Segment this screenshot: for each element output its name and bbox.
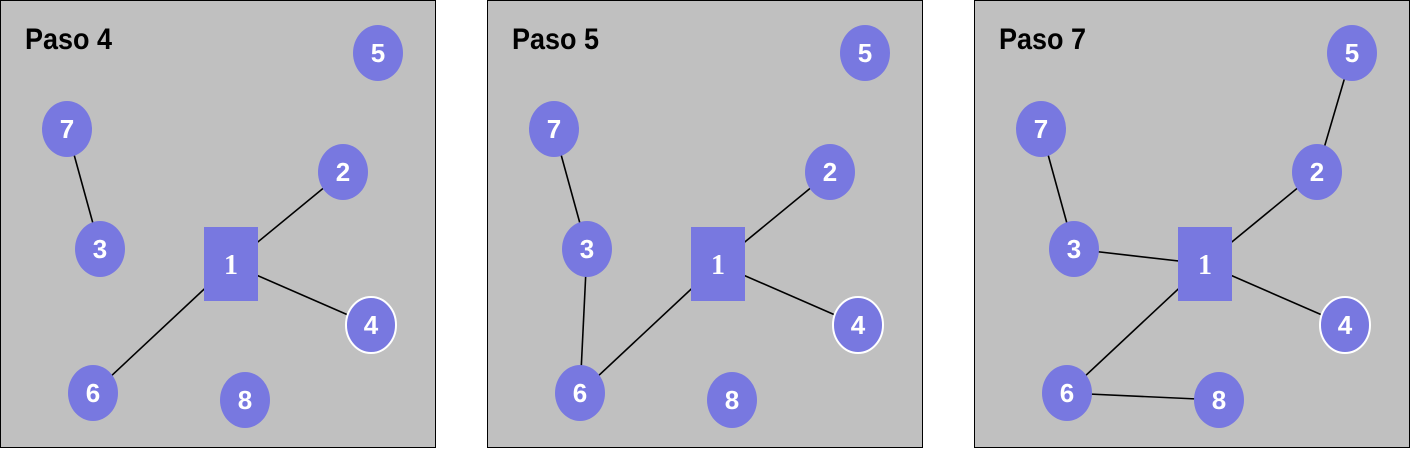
node-8: [220, 372, 270, 428]
node-2: [805, 144, 855, 200]
node-7-label: 7: [547, 114, 561, 144]
panel-title: Paso 4: [25, 23, 113, 56]
node-2-label: 2: [823, 157, 837, 187]
node-8-label: 8: [238, 385, 252, 415]
node-6: [555, 365, 605, 421]
node-4-label: 4: [851, 310, 866, 340]
node-4: [345, 296, 397, 354]
node-3-label: 3: [93, 234, 107, 264]
node-6-label: 6: [573, 378, 587, 408]
node-8: [1194, 372, 1244, 428]
node-6-label: 6: [86, 378, 100, 408]
node-3: [562, 221, 612, 277]
panel-title: Paso 7: [999, 23, 1087, 56]
root-node-square: [204, 227, 258, 301]
node-3-label: 3: [580, 234, 594, 264]
node-8-label: 8: [725, 385, 739, 415]
node-3: [1049, 221, 1099, 277]
root-node-label: 1: [224, 250, 238, 281]
node-4-label: 4: [1338, 310, 1353, 340]
node-4: [1319, 296, 1371, 354]
node-2-label: 2: [1310, 157, 1324, 187]
node-8: [707, 372, 757, 428]
node-7: [529, 101, 579, 157]
panel-paso-5: 1 2 3 4 5 6 7 8 Paso 5: [487, 0, 923, 448]
node-3: [75, 221, 125, 277]
node-4-label: 4: [364, 310, 379, 340]
node-5: [1327, 25, 1377, 81]
node-3-label: 3: [1067, 234, 1081, 264]
node-7: [1016, 101, 1066, 157]
node-7-label: 7: [60, 114, 74, 144]
graph-diagram-paso-7: 1 2 3 4 5 6 7 8: [1016, 25, 1377, 428]
panel-paso-4: 1 2 3 4 5 6 7 8 Paso 4: [0, 0, 436, 448]
edge-6-8: [1066, 392, 1220, 401]
node-2: [1292, 144, 1342, 200]
node-2: [318, 144, 368, 200]
node-5-label: 5: [858, 38, 872, 68]
graph-diagram-paso-4: 1 2 3 4 5 6 7 8: [42, 25, 403, 428]
node-6: [68, 365, 118, 421]
root-node-square: [691, 227, 745, 301]
node-5-label: 5: [1345, 38, 1359, 68]
panel-title: Paso 5: [512, 23, 600, 56]
root-node-label: 1: [711, 250, 725, 281]
node-8-label: 8: [1212, 385, 1226, 415]
root-node-label: 1: [1198, 250, 1212, 281]
node-5: [353, 25, 403, 81]
node-5-label: 5: [371, 38, 385, 68]
node-6-label: 6: [1060, 378, 1074, 408]
graph-diagram-paso-5: 1 2 3 4 5 6 7 8: [529, 25, 890, 428]
node-2-label: 2: [336, 157, 350, 187]
node-7-label: 7: [1034, 114, 1048, 144]
node-7: [42, 101, 92, 157]
node-5: [840, 25, 890, 81]
root-node-square: [1178, 227, 1232, 301]
node-4: [832, 296, 884, 354]
node-6: [1042, 365, 1092, 421]
panel-paso-7: 1 2 3 4 5 6 7 8 Paso 7: [974, 0, 1410, 448]
